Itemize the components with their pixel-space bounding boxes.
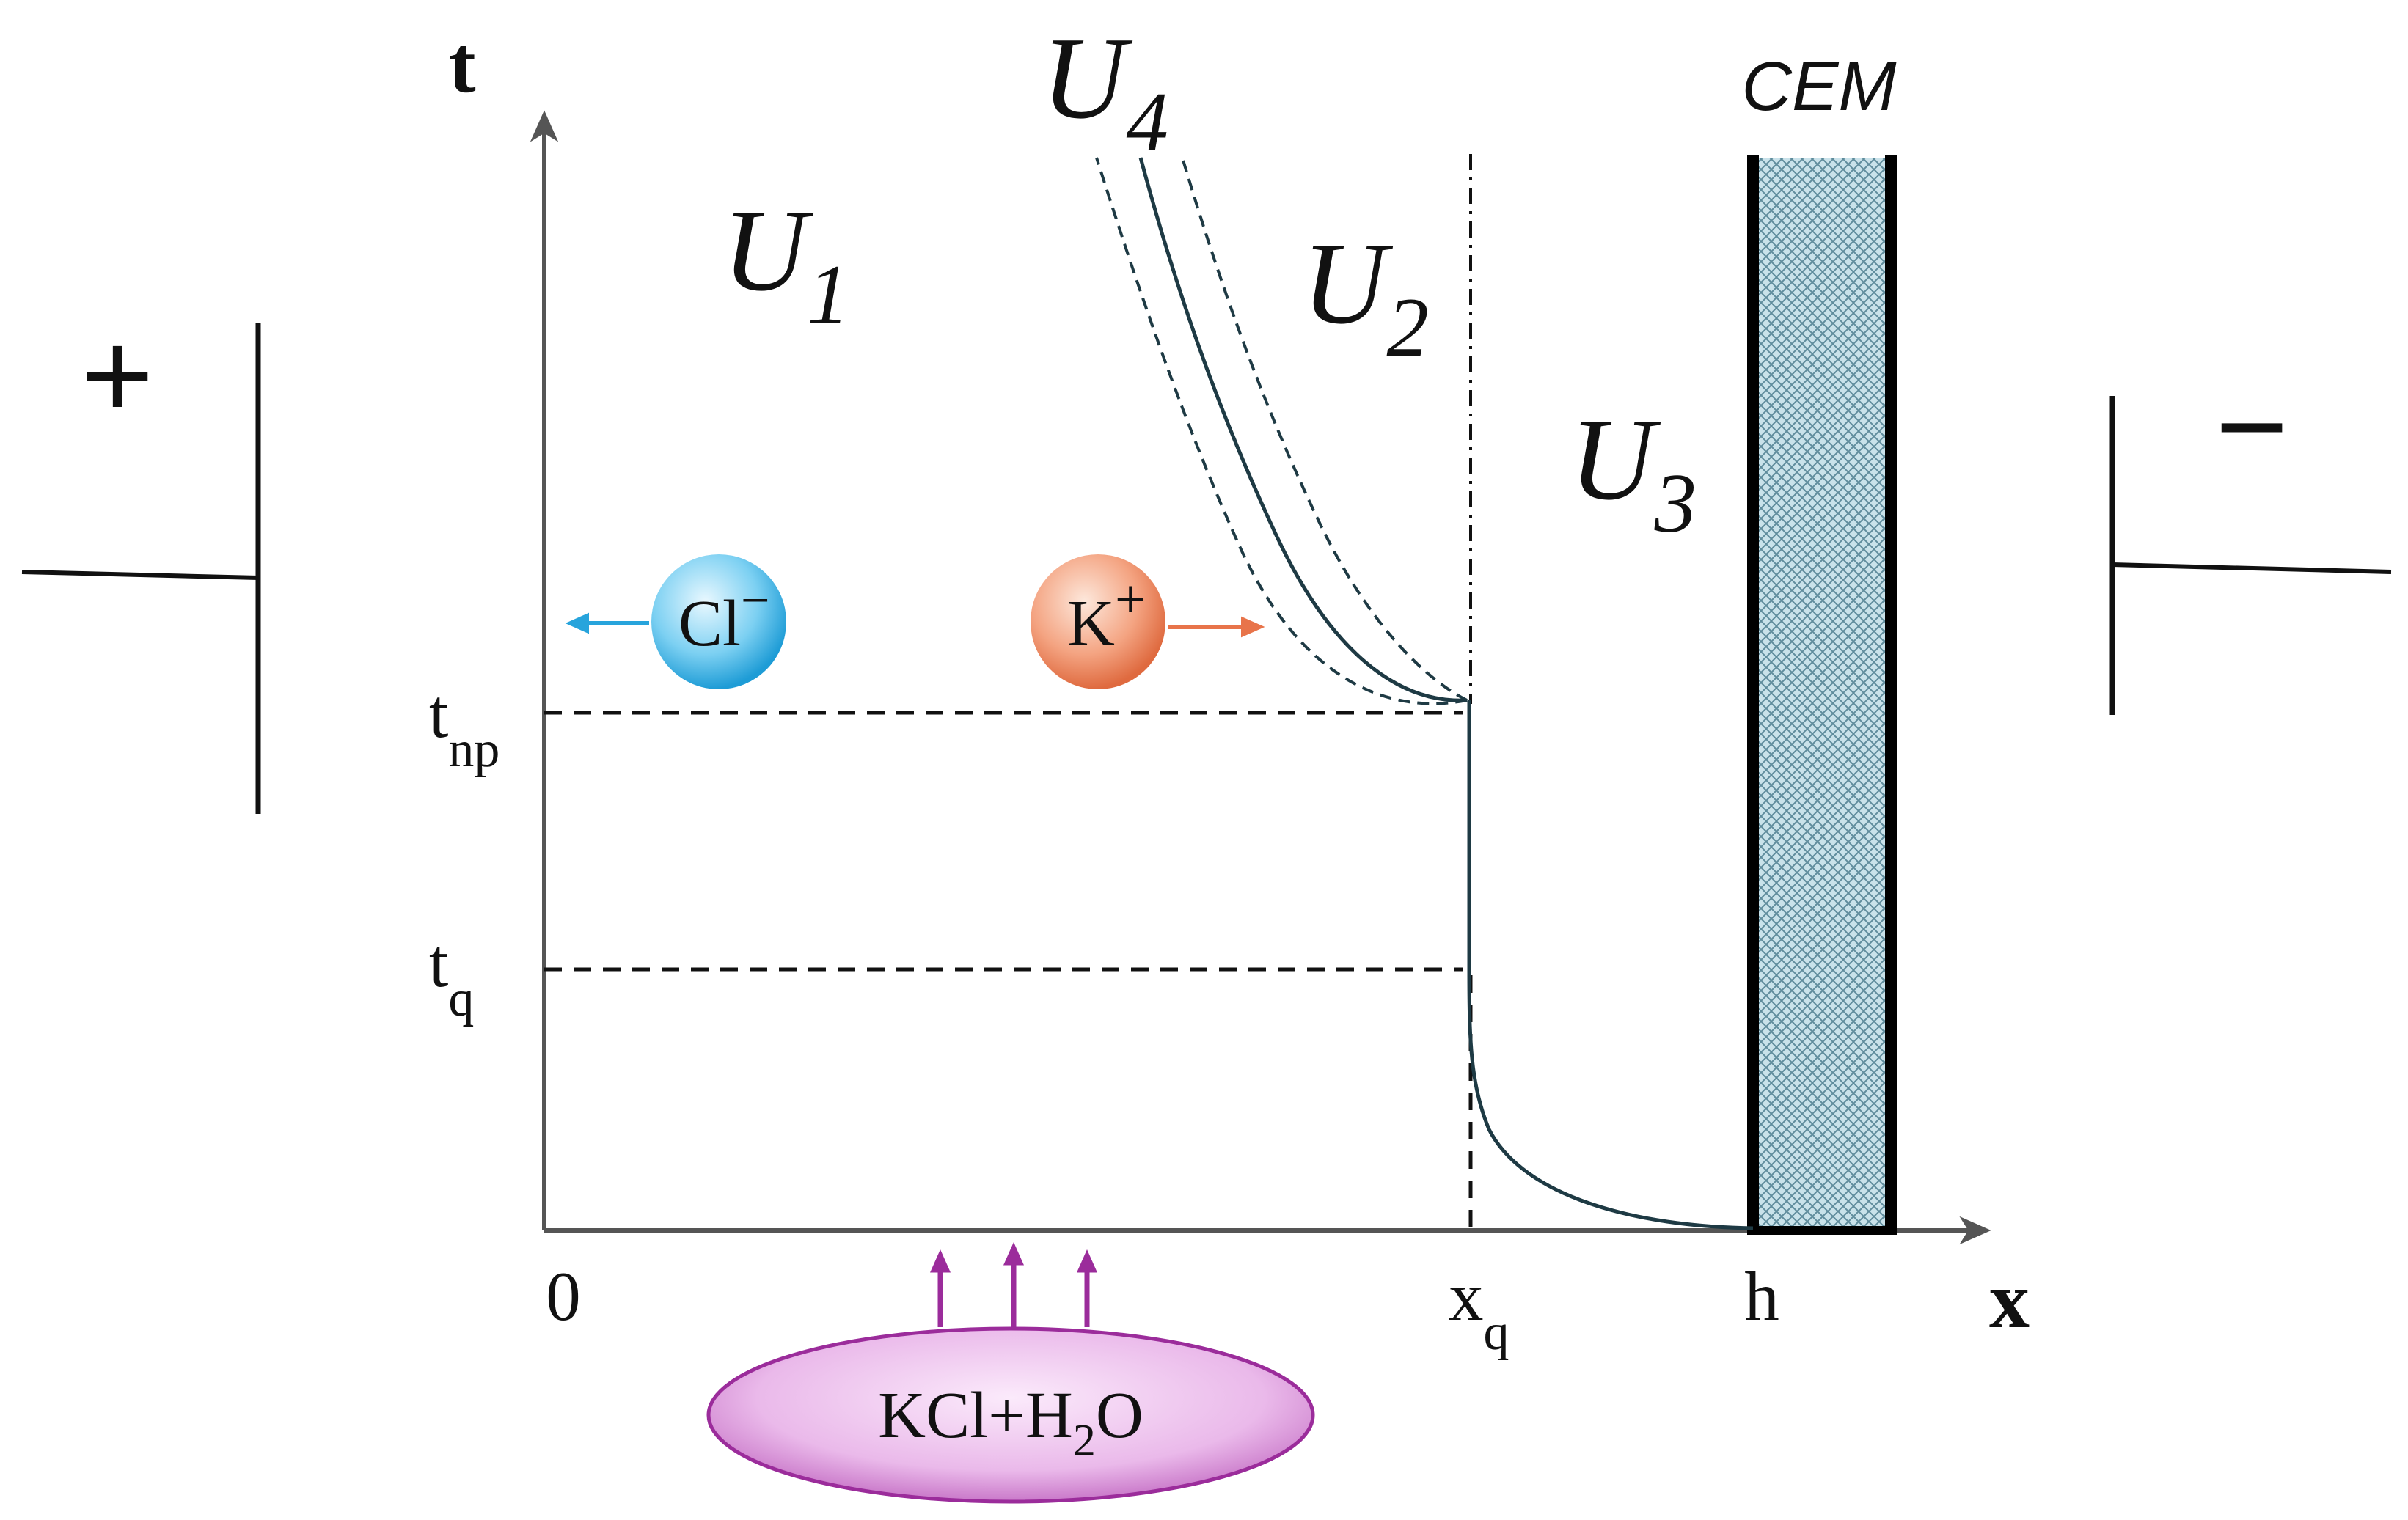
u4-center-curve	[1138, 157, 1468, 702]
source-label: KCl+H2O	[878, 1379, 1143, 1466]
region-u2-label: U2	[1302, 218, 1429, 374]
cation-sup: +	[1115, 569, 1146, 630]
depletion-boundary-curve	[1467, 700, 1754, 1230]
anode-wire	[21, 570, 259, 580]
source-part-1: KCl+H	[878, 1379, 1073, 1452]
anode-electrode: +	[21, 306, 261, 814]
cation-circle	[1031, 554, 1165, 689]
cem-membrane: CEM	[1741, 48, 1897, 1235]
u2-base: U	[1302, 218, 1394, 348]
cathode-electrode: −	[2109, 357, 2392, 715]
anion-label: Cl−	[678, 573, 770, 660]
u4-base: U	[1042, 12, 1133, 143]
tnp-tick-label: tnp	[429, 675, 499, 778]
anion-circle	[651, 554, 786, 689]
u4-left-dashed-curve	[1095, 157, 1468, 705]
region-labels: U1 U2 U3 U4	[722, 12, 1697, 550]
origin-label: 0	[546, 1258, 581, 1335]
u2-sub: 2	[1387, 281, 1430, 374]
cathode-sign: −	[2215, 357, 2288, 496]
source-part-2: 2	[1073, 1416, 1096, 1466]
membrane-label: CEM	[1741, 48, 1897, 125]
region-u3-label: U3	[1570, 394, 1697, 550]
anode-sign: +	[81, 306, 153, 445]
tq-sub: q	[448, 971, 474, 1027]
axes: t x 0 xq h tnp tq	[429, 20, 2030, 1361]
t-axis-label: t	[449, 20, 476, 109]
cation-label: K+	[1067, 569, 1146, 660]
u1-sub: 1	[808, 248, 850, 341]
boundary-curves	[1095, 157, 1754, 1230]
cation-base: K	[1067, 587, 1115, 660]
u4-sub: 4	[1127, 76, 1169, 169]
u3-sub: 3	[1654, 457, 1697, 550]
h-tick-label: h	[1744, 1258, 1779, 1335]
cathode-wire	[2112, 562, 2392, 574]
region-u4-label: U4	[1042, 12, 1168, 169]
xq-tick-label: xq	[1449, 1258, 1509, 1361]
u1-base: U	[722, 185, 814, 315]
u4-right-dashed-curve	[1181, 157, 1468, 702]
tnp-base: t	[429, 675, 448, 752]
tnp-sub: np	[448, 722, 499, 778]
tq-base: t	[429, 924, 448, 1002]
anion-cl: Cl−	[565, 554, 786, 689]
xq-sub: q	[1484, 1304, 1509, 1361]
cation-k: K+	[1031, 554, 1265, 689]
source-ellipse	[706, 1326, 1315, 1504]
kcl-source: KCl+H2O	[706, 1242, 1315, 1504]
source-part-3: O	[1096, 1379, 1143, 1452]
tq-tick-label: tq	[429, 924, 474, 1027]
xq-base: x	[1449, 1258, 1484, 1335]
region-u1-label: U1	[722, 185, 849, 341]
anion-base: Cl	[678, 587, 741, 660]
u3-base: U	[1570, 394, 1661, 524]
anion-sup: −	[741, 573, 769, 629]
membrane-fill	[1753, 158, 1891, 1230]
x-axis-label: x	[1989, 1255, 2030, 1345]
